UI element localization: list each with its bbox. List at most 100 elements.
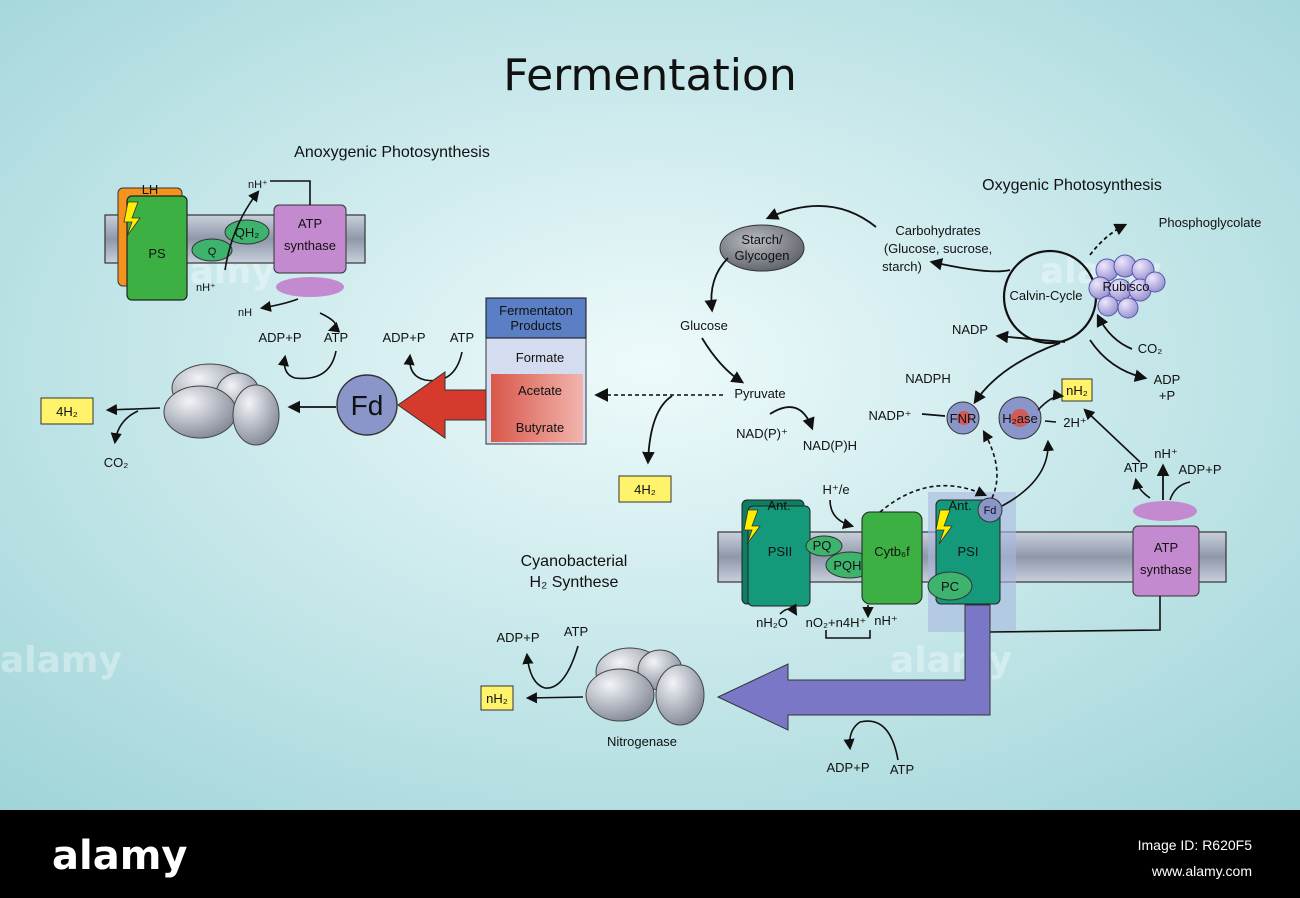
pc-ellipse [927, 571, 973, 601]
page-title: Fermentation [503, 50, 797, 101]
fd-small-circle [977, 497, 1003, 523]
ps-complex [126, 195, 188, 301]
arrow [110, 410, 139, 445]
arrow [224, 190, 260, 271]
lightning-icon [743, 509, 761, 545]
psi-label: PSI [958, 544, 979, 559]
arrow [973, 342, 1061, 405]
fd-label: Fd [351, 390, 384, 421]
arrow [642, 395, 673, 465]
arrow [929, 258, 1011, 273]
connector [921, 413, 946, 417]
adp-p-label: ADP+P [1179, 462, 1222, 477]
cytb6f-box [861, 511, 923, 605]
fp-item: Butyrate [516, 420, 564, 435]
arrow [403, 351, 463, 382]
center-pathway: Starch/ Glycogen Glucose Pyruvate 4H₂ NA… [594, 205, 877, 503]
arrow [765, 205, 877, 228]
arrow [105, 404, 161, 416]
arrow [1096, 313, 1133, 350]
h2-box-center [618, 475, 672, 503]
red-arrow [397, 371, 492, 439]
fp-header [485, 297, 587, 339]
carbs-label: (Glucose, sucrose, [884, 241, 992, 256]
fp-item: Formate [516, 350, 564, 365]
nh-left-label: nH [238, 307, 252, 319]
atp-synthase-head [1133, 501, 1197, 521]
h2ase-label: H₂ase [1002, 411, 1037, 426]
anoxygenic-system: LH PS Q QH₂ ATP synthase nH⁺ nH⁺ nH [104, 179, 366, 319]
carbs-label: Carbohydrates [895, 223, 981, 238]
q-ellipse [191, 238, 233, 262]
psi-complex: Ant. PSI Fd PC [927, 430, 1055, 605]
adp-label: +P [1159, 388, 1175, 403]
qh2-label: QH₂ [235, 225, 260, 240]
fd-group: Fd [287, 371, 492, 439]
arrow [779, 603, 798, 616]
nh-mid-label: nH⁺ [196, 282, 216, 294]
fnr-h2ase: FNR H₂ase nH₂ 2H⁺ [946, 378, 1093, 440]
footer-bg [0, 810, 1300, 898]
fp-header-text: Products [510, 318, 562, 333]
arrow [522, 645, 579, 689]
nh2-label: nH₂ [1066, 383, 1088, 398]
proton-return-line [989, 596, 1161, 633]
fd-circle [336, 374, 398, 436]
q-label: Q [208, 246, 217, 258]
adp-p-label: ADP+P [497, 630, 540, 645]
arrow [995, 330, 1066, 344]
nh2-box-bottom [480, 685, 514, 711]
atp-synthase-label: synthase [284, 238, 336, 253]
fermentation-products-panel: Fermentaton Products Formate Acetate But… [485, 297, 587, 445]
adp-p-label: ADP+P [383, 330, 426, 345]
bracket [825, 630, 871, 639]
atp-label: ATP [450, 330, 474, 345]
lh-label: LH [142, 182, 159, 197]
ant-label: Ant. [767, 498, 790, 513]
psii-label: PSII [768, 544, 793, 559]
water-splitting: nH₂O nO₂+n4H⁺ nH⁺ [756, 603, 898, 639]
h2-output-left: 4H₂ CO₂ [40, 397, 161, 470]
watermark-text: alamy [890, 640, 1012, 681]
arrow [829, 499, 855, 530]
ps-label: PS [148, 246, 166, 261]
cyano-heading-line1: Cyanobacterial [521, 553, 628, 570]
arrow [769, 406, 815, 431]
arrow [1083, 408, 1141, 463]
fd-small-label: Fd [984, 505, 997, 517]
connector [1169, 481, 1191, 501]
nh-label: nH⁺ [1154, 446, 1177, 461]
nadp-plus-label: NADP⁺ [869, 408, 912, 423]
atp-label: ATP [564, 624, 588, 639]
atp-synthase-label: synthase [1140, 562, 1192, 577]
co2-label: CO₂ [104, 455, 129, 470]
starch-glycogen [719, 224, 805, 272]
nadph-label: NAD(P)H [803, 438, 857, 453]
dashed-arrow [879, 484, 988, 513]
fp-item: Acetate [518, 383, 562, 398]
dashed-arrow [1089, 223, 1128, 256]
arrow [843, 720, 899, 761]
cytb6f-complex: Cytb₆f H⁺/e [822, 482, 988, 605]
ant-label: Ant. [948, 498, 971, 513]
atp-synthase-label: ATP [1154, 540, 1178, 555]
carbs-label: starch) [882, 259, 922, 274]
purple-arrow [716, 604, 991, 731]
atp-label: ATP [1124, 460, 1148, 475]
adp-p-label: ADP+P [827, 760, 870, 775]
two-h-label: 2H⁺ [1063, 415, 1086, 430]
atp-label: ATP [324, 330, 348, 345]
atp-label: ATP [890, 762, 914, 777]
cyano-heading-line2: H₂ Synthese [530, 574, 619, 591]
nadp-label: NADP [952, 322, 988, 337]
anoxygenic-heading: Anoxygenic Photosynthesis [294, 144, 490, 161]
arrow [701, 337, 745, 384]
rubisco-cluster: Rubisco [1088, 254, 1166, 319]
h2-label: 4H₂ [634, 482, 656, 497]
adp-p-label: ADP+P [259, 330, 302, 345]
arrow [1089, 339, 1148, 382]
footer-image-id: Image ID: R620F5 [1138, 837, 1253, 853]
lightning-icon [935, 509, 953, 545]
dashed-arrow [982, 430, 998, 499]
